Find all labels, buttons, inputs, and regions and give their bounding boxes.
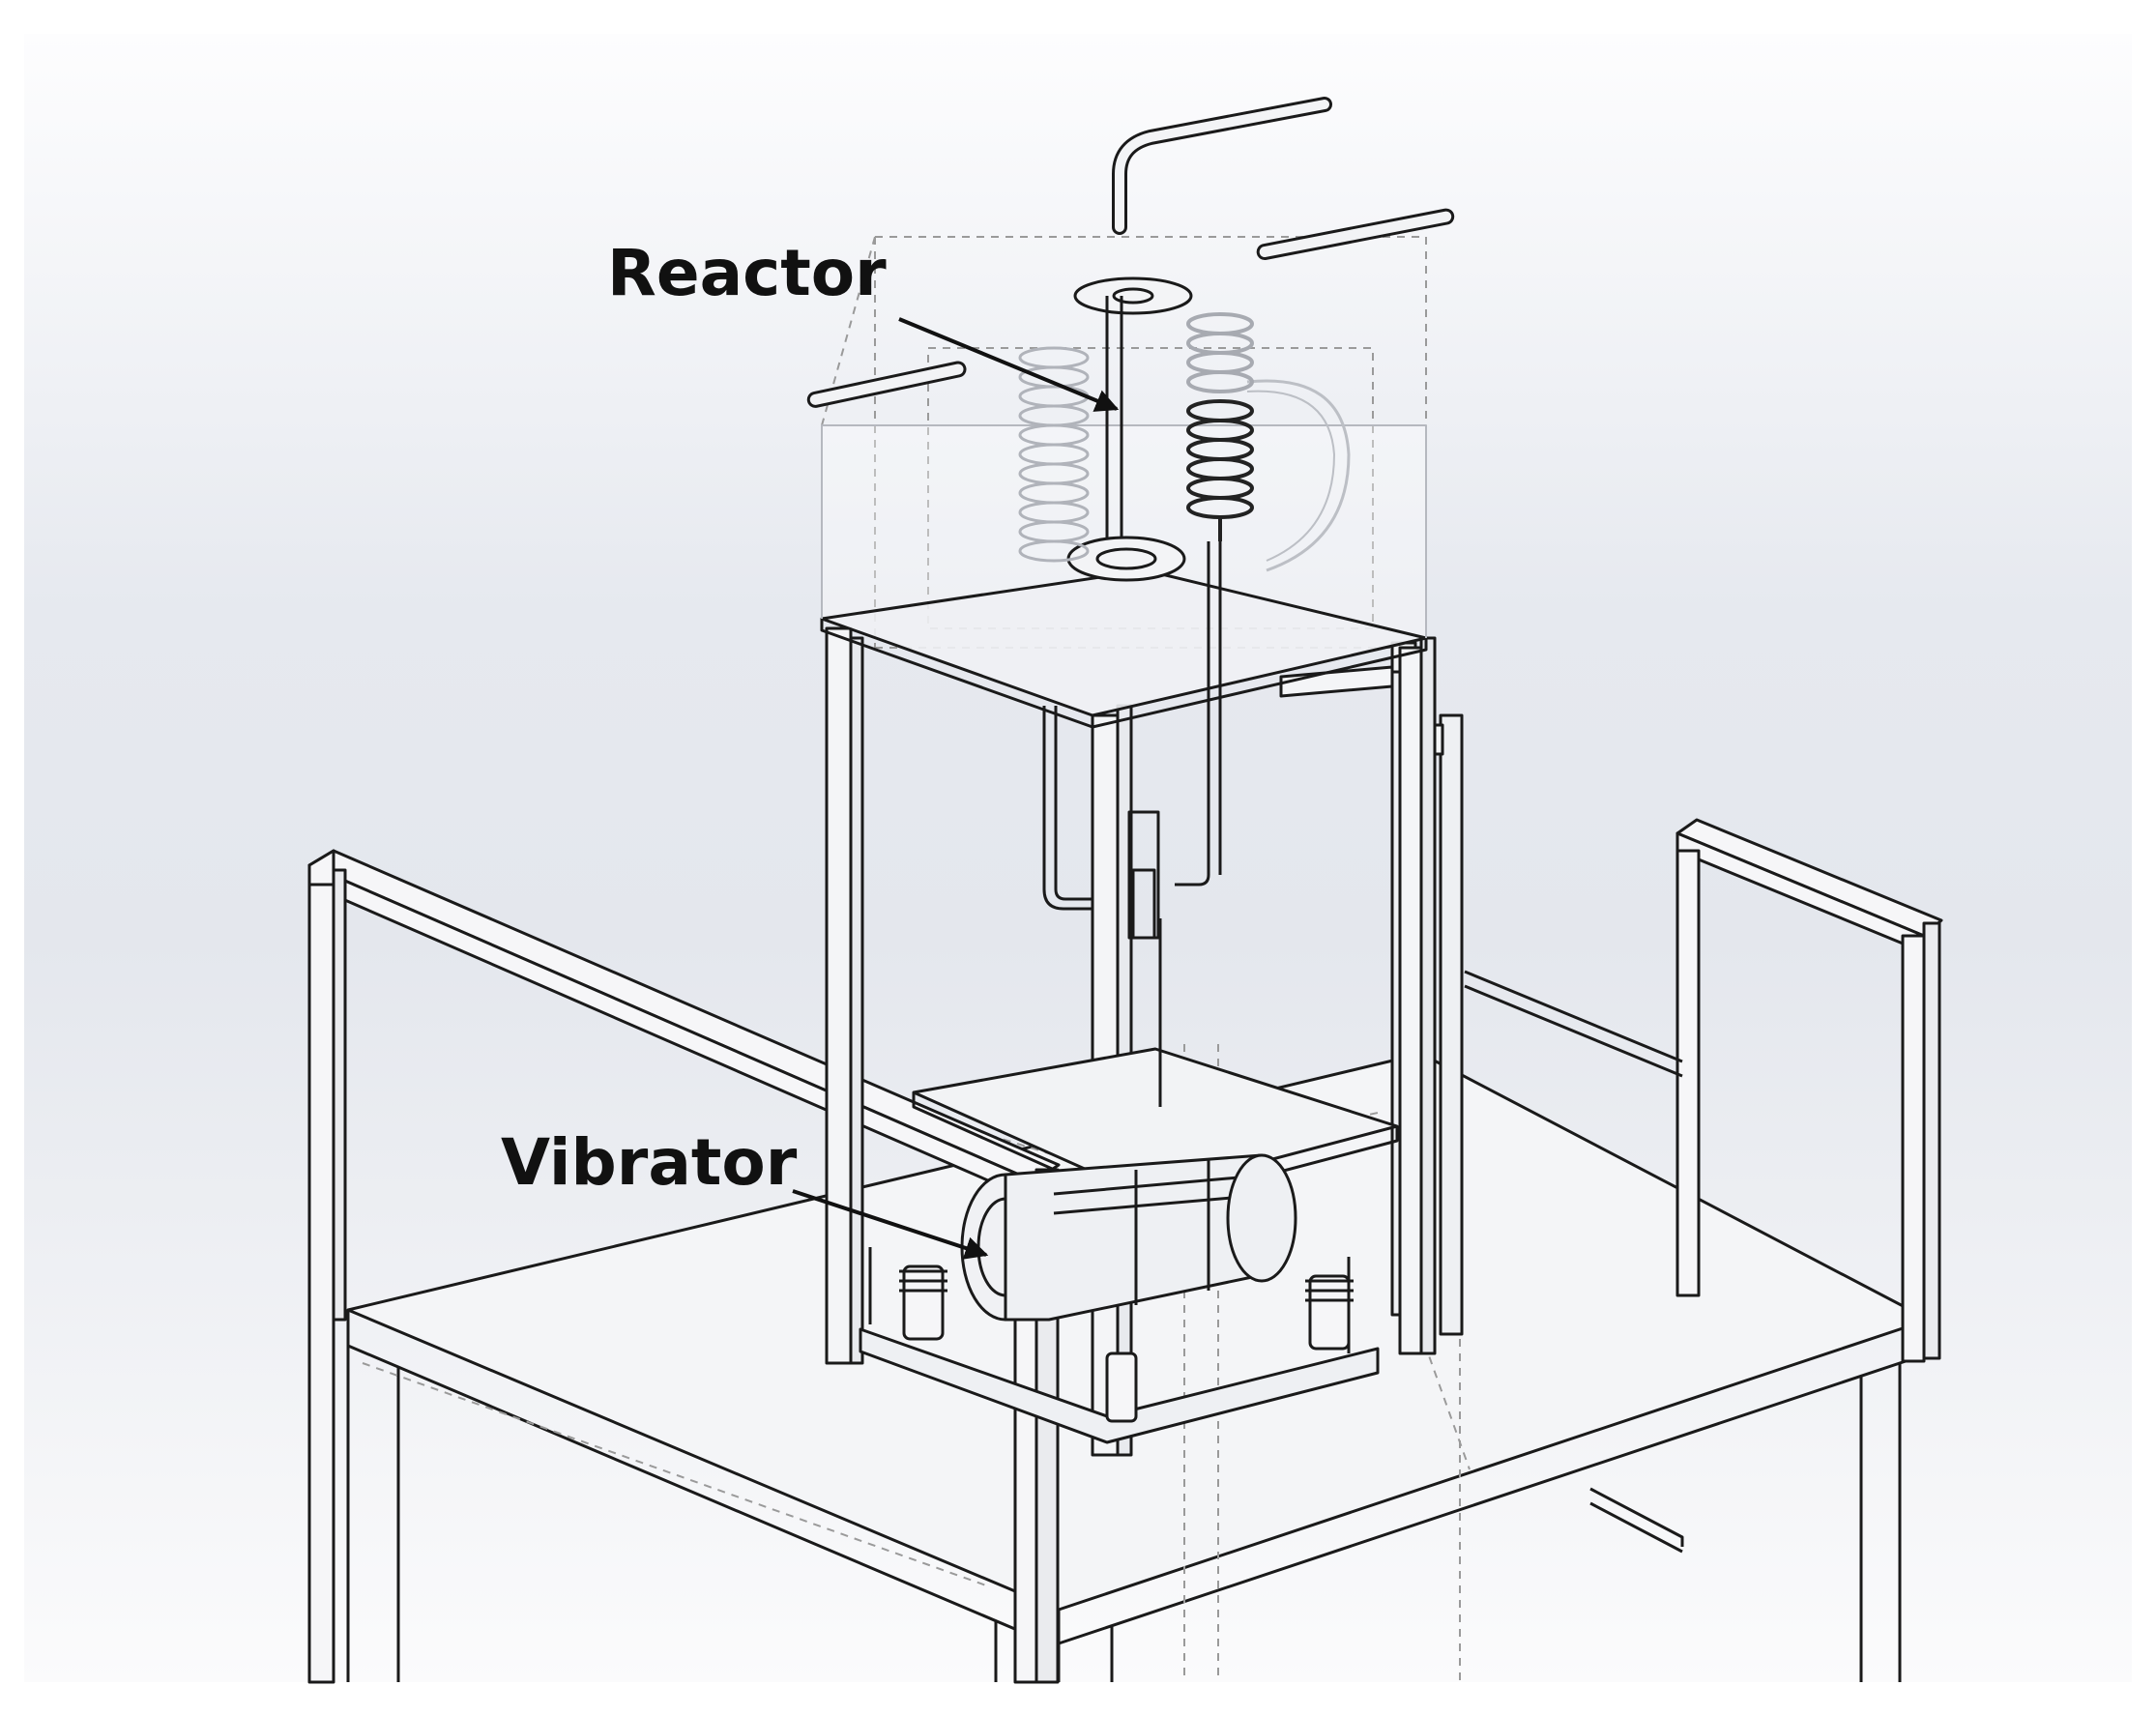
vibrator-motor xyxy=(960,1153,1297,1322)
spring-front xyxy=(1105,1352,1138,1423)
right-rail-frame xyxy=(1464,818,1943,1363)
coil-right xyxy=(1186,312,1254,541)
reactor-label: Reactor xyxy=(607,236,887,310)
spring-right xyxy=(1305,1274,1354,1351)
reactor-callout: Reactor xyxy=(607,236,1120,412)
vibrator-label: Vibrator xyxy=(501,1125,798,1200)
spring-left xyxy=(899,1264,947,1341)
reactor-arrow xyxy=(898,317,1120,412)
vibrator-arrow xyxy=(792,1189,989,1260)
vibrator-callout: Vibrator xyxy=(501,1125,989,1260)
reactor-box xyxy=(806,97,1455,1107)
coil-left xyxy=(1018,346,1090,563)
vibrator-assembly xyxy=(859,1047,1399,1444)
